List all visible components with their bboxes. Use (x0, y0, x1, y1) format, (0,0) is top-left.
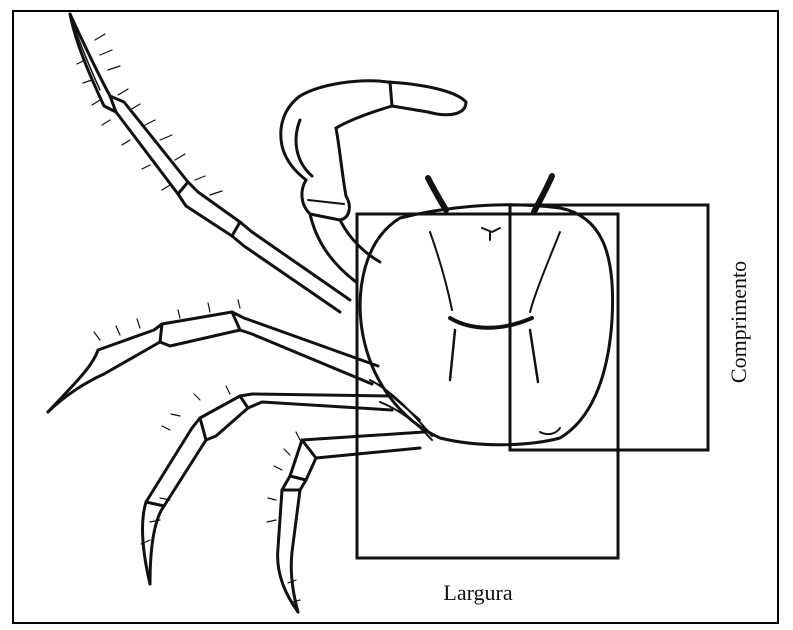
measurement-boxes (357, 205, 708, 558)
crab-illustration (48, 14, 613, 612)
crab-claw (281, 81, 466, 282)
width-label: Largura (443, 580, 512, 605)
crab-legs-lower (48, 300, 424, 612)
length-label: Comprimento (726, 261, 751, 383)
crab-carapace (360, 205, 612, 445)
length-measure-box (510, 205, 708, 450)
width-measure-box (357, 214, 618, 558)
crab-leg-raised (70, 14, 350, 312)
